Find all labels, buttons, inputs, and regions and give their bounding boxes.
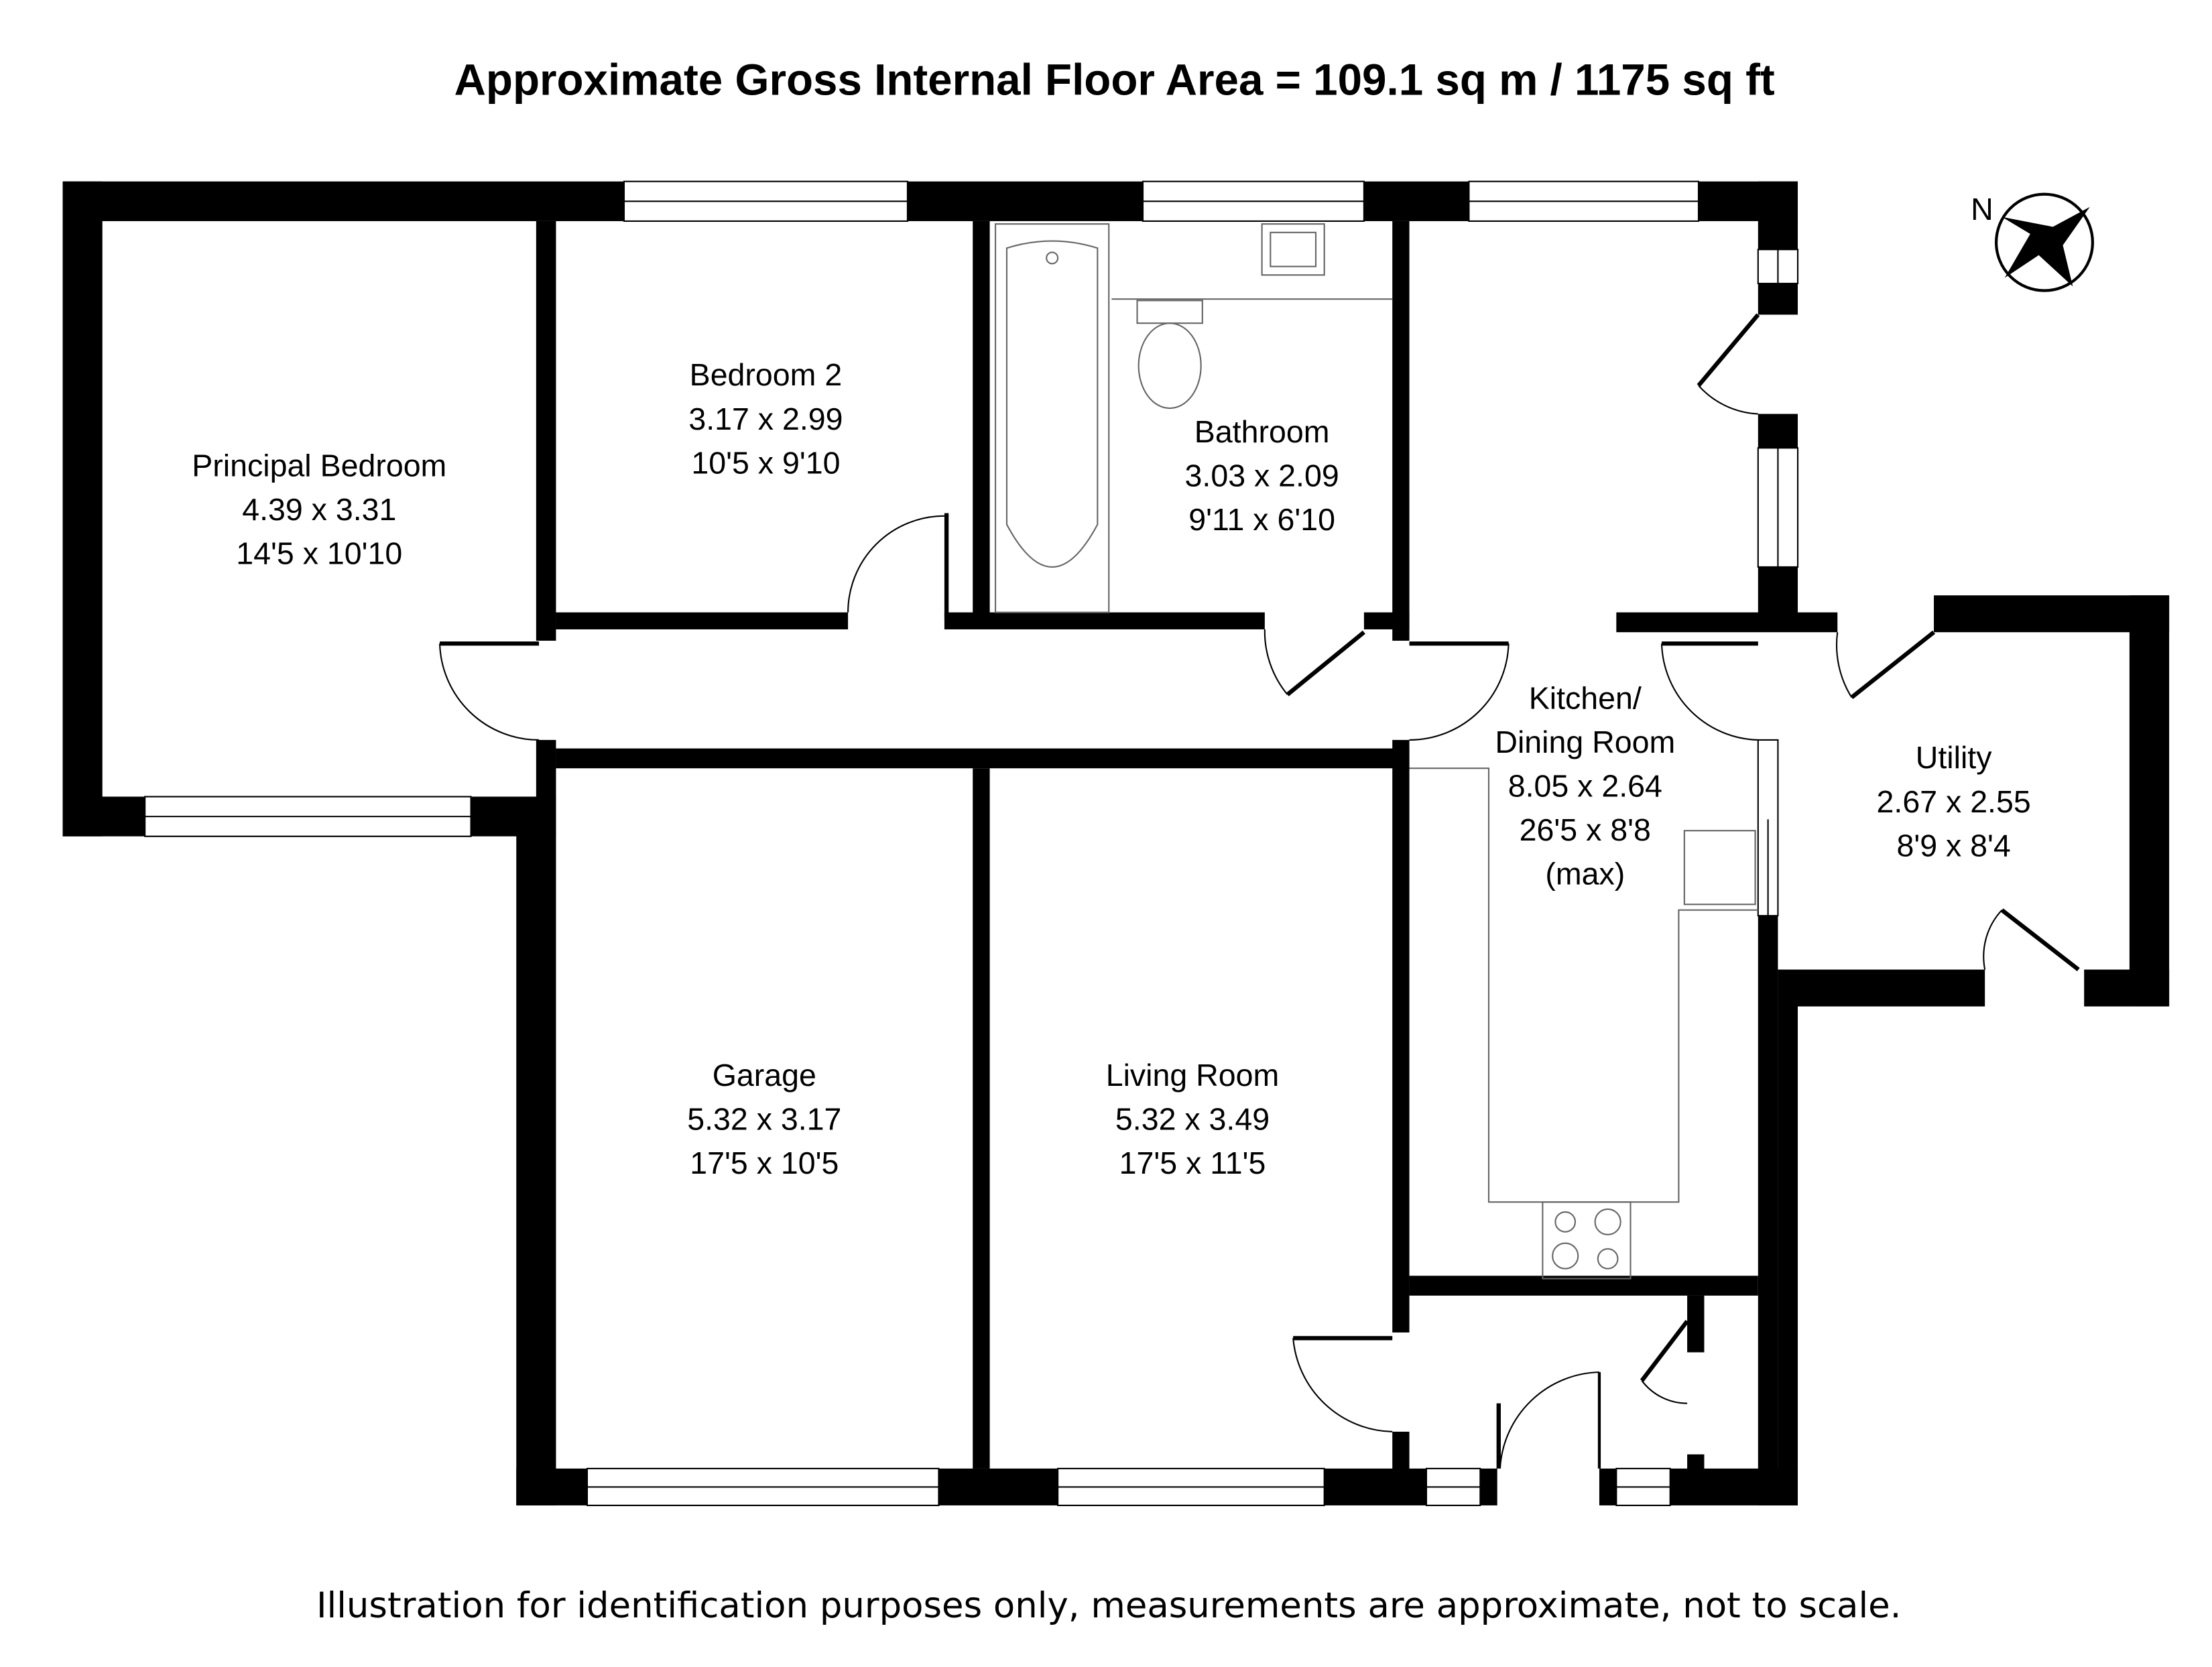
room-garage: Garage 5.32 x 3.17 17'5 x 10'5 [687, 1058, 841, 1180]
toilet [1136, 300, 1203, 410]
room-imperial: 9'11 x 6'10 [1188, 502, 1335, 537]
room-name: Utility [1916, 740, 1992, 775]
room-metric: 2.67 x 2.55 [1877, 784, 2031, 819]
room-note: (max) [1545, 857, 1625, 891]
room-name-line2: Dining Room [1495, 725, 1675, 759]
basin [1261, 223, 1325, 276]
room-principal-bedroom: Principal Bedroom 4.39 x 3.31 14'5 x 10'… [192, 448, 446, 571]
room-name: Garage [713, 1058, 816, 1093]
room-name: Bedroom 2 [690, 357, 843, 392]
walls [62, 181, 2170, 1505]
room-metric: 5.32 x 3.49 [1115, 1101, 1270, 1136]
room-bathroom: Bathroom 3.03 x 2.09 9'11 x 6'10 [1185, 414, 1339, 537]
room-imperial: 26'5 x 8'8 [1520, 812, 1651, 847]
floor-area-title: Approximate Gross Internal Floor Area = … [454, 56, 1775, 105]
room-metric: 3.03 x 2.09 [1185, 458, 1339, 493]
room-imperial: 17'5 x 11'5 [1119, 1146, 1266, 1180]
compass-north-label: N [1971, 192, 1993, 227]
room-metric: 4.39 x 3.31 [242, 492, 396, 527]
room-utility: Utility 2.67 x 2.55 8'9 x 8'4 [1877, 740, 2031, 863]
room-name: Living Room [1106, 1058, 1280, 1093]
kitchen-units [1409, 767, 1758, 1280]
room-name: Kitchen/ [1529, 680, 1642, 715]
room-bedroom-2: Bedroom 2 3.17 x 2.99 10'5 x 9'10 [688, 357, 843, 480]
room-metric: 8.05 x 2.64 [1508, 769, 1662, 804]
room-living-room: Living Room 5.32 x 3.49 17'5 x 11'5 [1106, 1058, 1280, 1180]
room-metric: 5.32 x 3.17 [687, 1101, 841, 1136]
room-kitchen-dining: Kitchen/ Dining Room 8.05 x 2.64 26'5 x … [1495, 680, 1675, 891]
doors [438, 313, 2080, 1469]
room-imperial: 14'5 x 10'10 [236, 536, 402, 571]
disclaimer: Illustration for identification purposes… [316, 1585, 1902, 1626]
bathtub [994, 223, 1110, 613]
room-imperial: 8'9 x 8'4 [1896, 828, 2010, 863]
windows [144, 180, 1799, 1506]
room-imperial: 17'5 x 10'5 [690, 1146, 839, 1180]
room-name: Principal Bedroom [192, 448, 446, 483]
room-metric: 3.17 x 2.99 [688, 402, 843, 436]
compass-icon: N [1971, 192, 2095, 292]
room-imperial: 10'5 x 9'10 [691, 445, 840, 480]
room-name: Bathroom [1194, 414, 1330, 449]
